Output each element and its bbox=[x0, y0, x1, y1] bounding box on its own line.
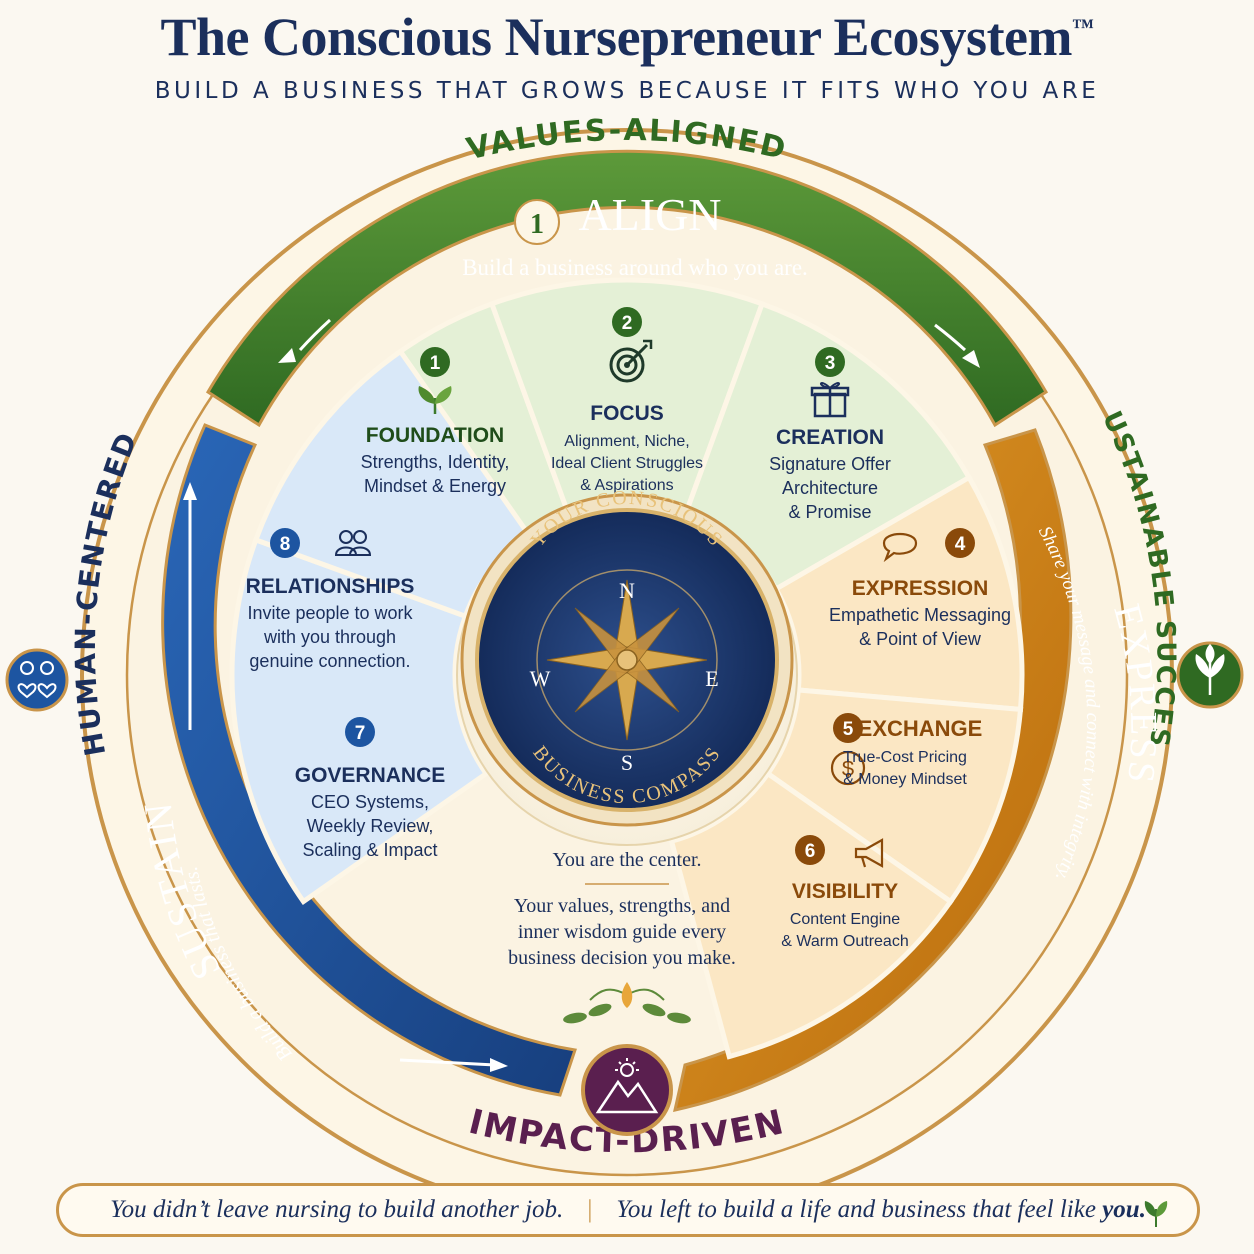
segment-title: FOCUS bbox=[590, 402, 664, 425]
people-icon bbox=[334, 530, 372, 556]
segment-line: Signature Offer bbox=[769, 454, 891, 474]
align-title: ALIGN bbox=[578, 189, 721, 240]
segment-line: Scaling & Impact bbox=[302, 840, 437, 860]
center-line-3: business decision you make. bbox=[508, 947, 736, 969]
align-number-badge bbox=[514, 199, 560, 245]
laurel-icon bbox=[563, 982, 691, 1024]
segment-number-badge bbox=[270, 528, 300, 558]
speech-bubble-icon bbox=[882, 532, 918, 563]
segment-line: & Aspirations bbox=[580, 477, 673, 494]
segment-line: Invite people to work bbox=[247, 603, 413, 623]
align-tagline: Build a business around who you are. bbox=[462, 255, 808, 280]
sprout-icon bbox=[418, 386, 452, 414]
segment-visibility: 6 VISIBILITY Content Engine & Warm Outreac… bbox=[781, 835, 909, 950]
sustain-band bbox=[161, 423, 577, 1097]
segment-line: True-Cost Pricing bbox=[843, 749, 967, 766]
segment-line: Empathetic Messaging bbox=[829, 605, 1011, 625]
segment-number-badge bbox=[815, 347, 845, 377]
center-headline: You are the center. bbox=[552, 849, 701, 871]
segment-number-badge bbox=[795, 835, 825, 865]
segment-line: Weekly Review, bbox=[307, 816, 434, 836]
segment-title: VISIBILITY bbox=[792, 880, 898, 903]
segment-line: Mindset & Energy bbox=[364, 476, 506, 496]
segment-title: CREATION bbox=[776, 426, 884, 449]
align-band bbox=[205, 149, 1049, 428]
segment-wedge-6 bbox=[668, 770, 955, 1060]
svg-text:$: $ bbox=[842, 756, 854, 781]
megaphone-icon bbox=[854, 838, 884, 868]
segment-line: & Money Mindset bbox=[843, 771, 967, 788]
segment-number-badge bbox=[945, 528, 975, 558]
center-line-1: Your values, strengths, and bbox=[514, 895, 730, 917]
segment-line: & Warm Outreach bbox=[781, 933, 908, 950]
segment-number: 6 bbox=[805, 841, 816, 862]
center-line-2: inner wisdom guide every bbox=[518, 921, 726, 943]
compass-south: S bbox=[621, 750, 633, 775]
segment-exchange: 5 $EXCHANGE True-Cost Pricing & Money Mind… bbox=[830, 713, 983, 788]
segment-line: & Point of View bbox=[859, 629, 982, 649]
footer-left: You didn’t leave nursing to build anothe… bbox=[110, 1196, 564, 1223]
compass-north: N bbox=[619, 578, 635, 603]
segment-line: Architecture bbox=[782, 478, 878, 498]
page-title: The Conscious Nursepreneur Ecosystem™ bbox=[160, 7, 1094, 67]
segment-title: EXPRESSION bbox=[852, 577, 989, 600]
segment-title: EXCHANGE bbox=[858, 716, 983, 741]
segment-line: genuine connection. bbox=[249, 651, 410, 671]
segment-number: 7 bbox=[355, 723, 366, 744]
gift-icon bbox=[810, 382, 850, 418]
segment-number: 5 bbox=[843, 719, 854, 740]
segment-line: CEO Systems, bbox=[311, 792, 429, 812]
segment-line: Strengths, Identity, bbox=[361, 452, 510, 472]
segment-number: 2 bbox=[622, 313, 633, 334]
segment-number-badge bbox=[612, 307, 642, 337]
segment-line: & Promise bbox=[788, 502, 871, 522]
footer-separator: | bbox=[587, 1196, 593, 1223]
segment-title: GOVERNANCE bbox=[295, 764, 446, 787]
segment-line: Ideal Client Struggles bbox=[551, 455, 703, 472]
people-heart-icon bbox=[5, 648, 69, 712]
compass-east: E bbox=[705, 666, 718, 691]
segment-number: 3 bbox=[825, 353, 836, 374]
target-icon bbox=[609, 339, 653, 383]
page-subtitle: BUILD A BUSINESS THAT GROWS BECAUSE IT F… bbox=[154, 78, 1100, 104]
footer-banner: You didn’t leave nursing to build anothe… bbox=[56, 1183, 1200, 1237]
compass-west: W bbox=[530, 666, 551, 691]
align-number: 1 bbox=[530, 209, 544, 240]
footer-right: You left to build a life and business th… bbox=[616, 1196, 1146, 1223]
segment-number-badge bbox=[345, 717, 375, 747]
segment-title: FOUNDATION bbox=[366, 424, 504, 447]
leaf-icon bbox=[1144, 1201, 1168, 1227]
compass: N S W E YOUR CONSCIOUS BUSINESS COMPASS bbox=[460, 487, 794, 827]
segment-line: Alignment, Niche, bbox=[564, 433, 689, 450]
segment-number-badge bbox=[420, 347, 450, 377]
segment-foundation: 1 FOUNDATION Strengths, Identity, Mindset … bbox=[361, 347, 510, 496]
mountain-sun-icon bbox=[581, 1044, 673, 1136]
segment-focus: 2 FOCUS Alignment, Niche, Ideal Client Str… bbox=[551, 307, 703, 494]
segment-number: 1 bbox=[430, 353, 441, 374]
segment-number-badge bbox=[833, 713, 863, 743]
segment-number: 8 bbox=[280, 534, 291, 555]
segment-line: Content Engine bbox=[790, 911, 900, 928]
segment-line: with you through bbox=[263, 627, 396, 647]
segment-relationships: 8 RELATIONSHIPS Invite people to work with… bbox=[246, 528, 415, 671]
segment-title: RELATIONSHIPS bbox=[246, 575, 415, 598]
center-message: You are the center. Your values, strengt… bbox=[508, 849, 736, 1024]
segment-number: 4 bbox=[955, 534, 966, 555]
plant-icon bbox=[1176, 641, 1244, 709]
dollar-icon: $ bbox=[830, 750, 866, 786]
